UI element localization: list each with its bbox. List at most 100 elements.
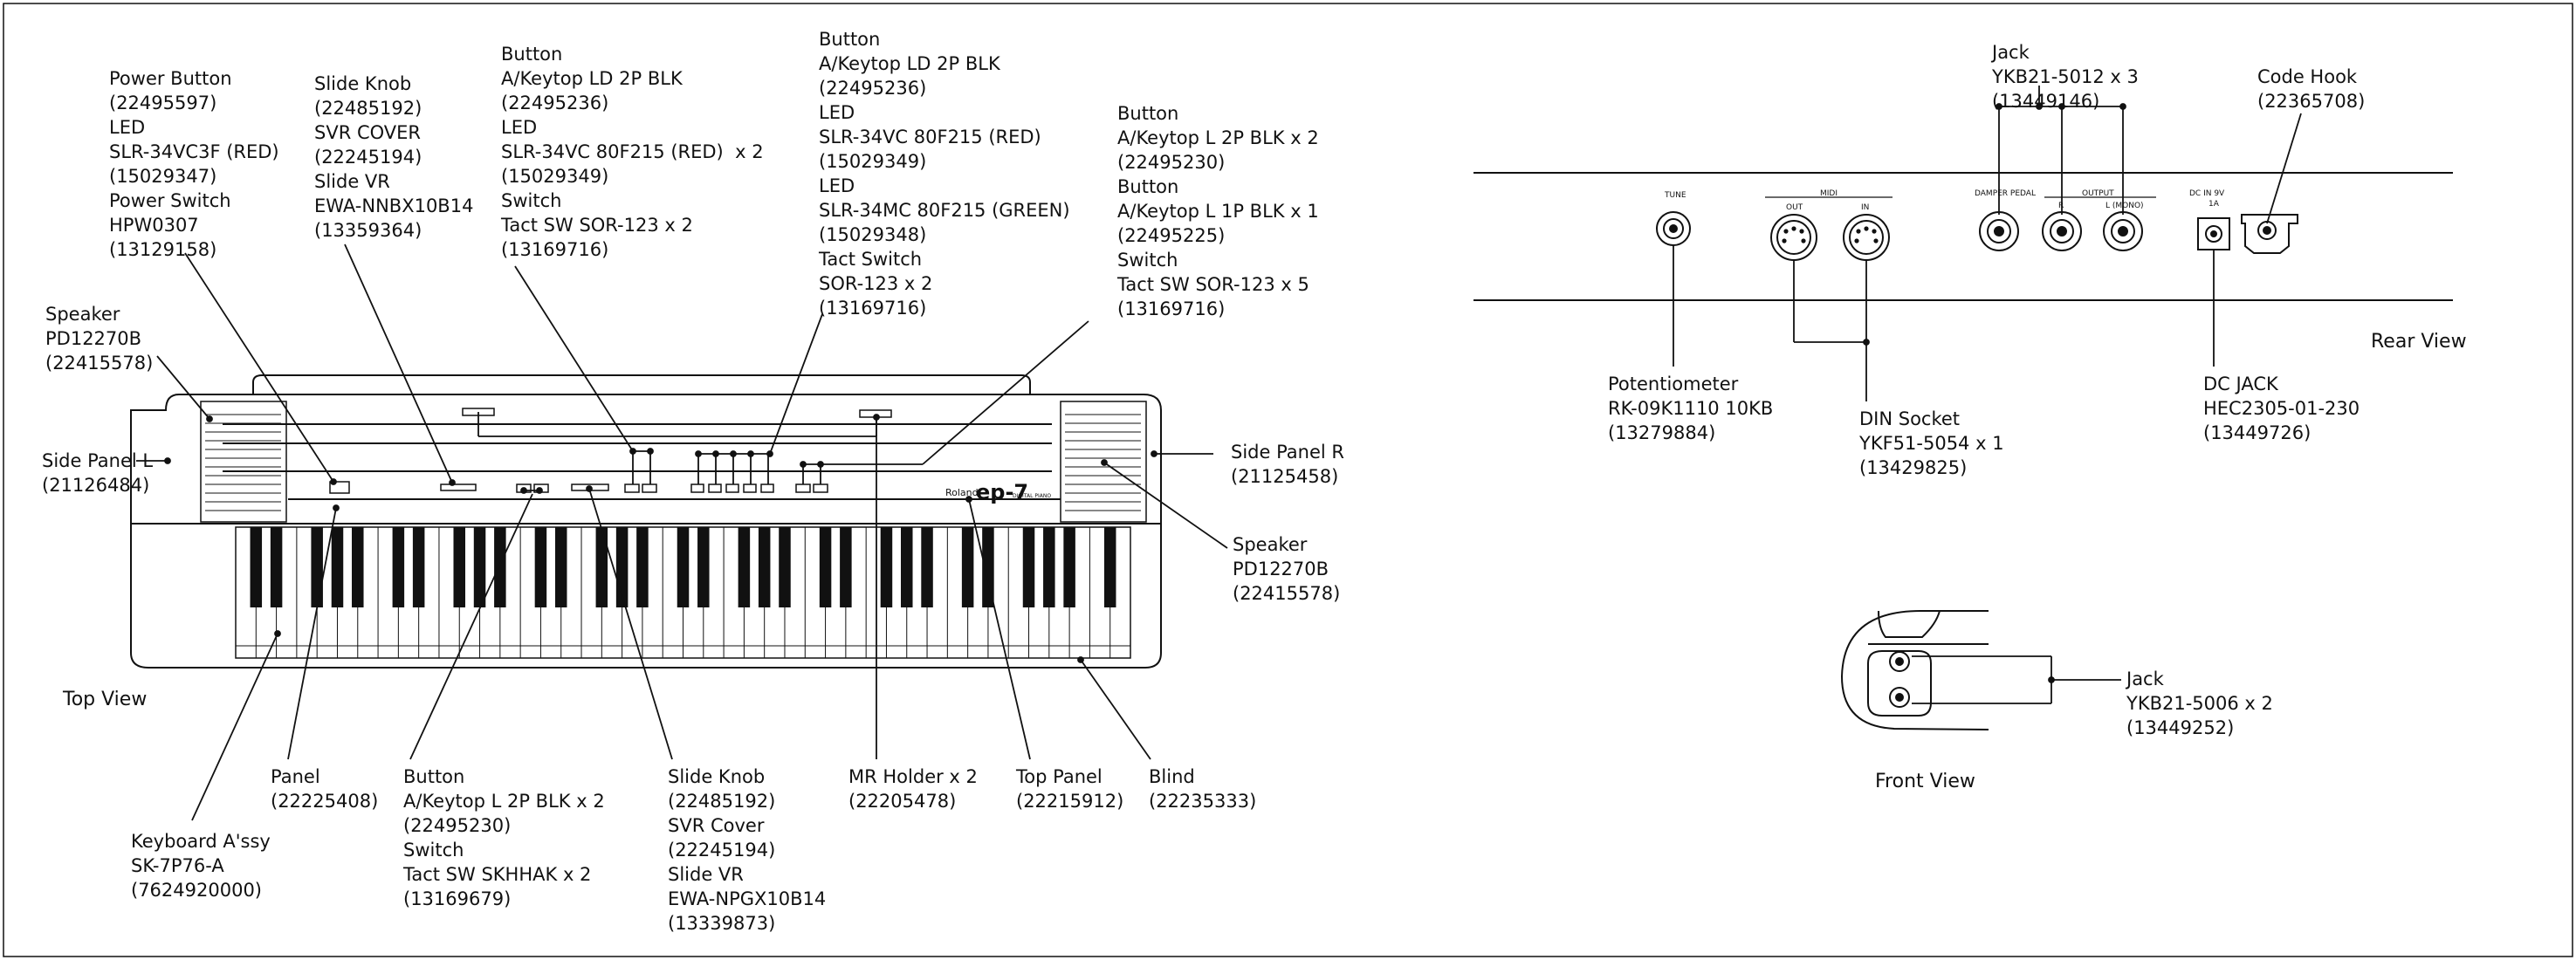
callout-line: (15029348): [819, 224, 927, 245]
callout-line: (22495236): [819, 78, 927, 99]
callout-line: (22495236): [501, 93, 609, 113]
callout-line: Side Panel R: [1231, 442, 1345, 463]
callout-line: DIN Socket: [1859, 408, 1961, 429]
callout-line: Power Switch: [109, 190, 231, 211]
callout-line: Button: [819, 29, 881, 50]
callout-line: (22245194): [668, 840, 776, 861]
callout-line: (21125458): [1231, 466, 1339, 487]
callout-line: (15029347): [109, 166, 217, 187]
black-key: [738, 527, 751, 607]
callout-line: Panel: [271, 766, 320, 787]
rear-view-drawing: TUNE MIDI OUT IN DAMPER PEDAL OUTPUT R L…: [1473, 172, 2453, 301]
black-key: [1022, 527, 1035, 607]
black-key: [961, 527, 974, 607]
page-border: [3, 3, 2573, 957]
leader-lines-front-view: [1912, 655, 2121, 704]
callout-top-panel: Top Panel(22215912): [1016, 765, 1123, 813]
speaker-grille-left: [200, 401, 287, 523]
callout-panel: Panel(22225408): [271, 765, 378, 813]
callout-line: (13429825): [1859, 457, 1968, 478]
rear-label-dc-in: DC IN 9V: [2189, 189, 2225, 198]
callout-line: SLR-34VC 80F215 (RED) x 2: [501, 141, 764, 162]
black-key: [250, 527, 263, 607]
black-key: [677, 527, 690, 607]
callout-line: Slide Knob: [314, 73, 412, 94]
black-key: [534, 527, 547, 607]
leader-lines-rear-view: [1673, 86, 2302, 401]
black-key: [779, 527, 791, 607]
callout-line: (22495597): [109, 93, 217, 113]
callout-line: Tact Switch: [819, 249, 923, 270]
callout-line: SVR COVER: [314, 122, 422, 143]
callout-line: HEC2305-01-230: [2203, 398, 2360, 419]
black-key: [1103, 527, 1116, 607]
callout-line: Speaker: [45, 304, 120, 325]
black-key: [453, 527, 466, 607]
callout-line: (13169716): [1117, 298, 1226, 319]
callout-line: Button: [501, 44, 563, 65]
callout-line: (22485192): [314, 98, 422, 119]
callout-line: (22495230): [403, 815, 512, 836]
callout-line: Slide Knob: [668, 766, 766, 787]
callout-line: LED: [501, 117, 538, 138]
callout-line: (13449146): [1992, 91, 2100, 112]
callout-line: EWA-NNBX10B14: [314, 195, 474, 216]
callout-line: SLR-34VC 80F215 (RED): [819, 127, 1041, 147]
callout-line: Blind: [1149, 766, 1195, 787]
callout-line: (21126484): [42, 475, 150, 496]
callout-line: SVR Cover: [668, 815, 765, 836]
callout-line: (22415578): [45, 353, 154, 374]
rear-label-output: OUTPUT: [2082, 189, 2114, 198]
black-key: [352, 527, 364, 607]
callout-line: (22415578): [1233, 583, 1341, 604]
callout-line: HPW0307: [109, 215, 199, 236]
callout-line: (13449726): [2203, 422, 2312, 443]
callout-code-hook: Code Hook(22365708): [2257, 65, 2365, 113]
callout-line: (22495225): [1117, 225, 1226, 246]
callout-line: MR Holder x 2: [848, 766, 978, 787]
rear-label-midi-in: IN: [1861, 203, 1869, 212]
leader-lines-top-view: [136, 243, 1228, 821]
callout-line: A/Keytop LD 2P BLK: [819, 53, 1000, 74]
callout-line: A/Keytop L 1P BLK x 1: [1117, 201, 1319, 222]
callout-line: Button: [1117, 103, 1179, 124]
callout-line: (13129158): [109, 239, 217, 260]
callout-side-panel-r: Side Panel R (21125458): [1231, 440, 1344, 489]
callout-line: Tact SW SOR-123 x 5: [1117, 274, 1309, 295]
callout-line: (13339873): [668, 913, 776, 934]
callout-line: YKF51-5054 x 1: [1859, 433, 2004, 454]
callout-line: LED: [819, 175, 855, 196]
callout-line: Button: [403, 766, 465, 787]
callout-line: SOR-123 x 2: [819, 273, 933, 294]
callout-line: Power Button: [109, 68, 232, 89]
rear-view-title: Rear View: [2371, 331, 2467, 353]
callout-blind: Blind (22235333): [1149, 765, 1256, 813]
callout-line: Switch: [403, 840, 464, 861]
black-key: [331, 527, 344, 607]
callout-line: Slide VR: [668, 864, 744, 885]
callout-line: Speaker: [1233, 534, 1308, 555]
callout-line: Button: [1117, 176, 1179, 197]
speaker-grille-left-slats: [205, 414, 281, 511]
black-key: [473, 527, 486, 607]
callout-line: PD12270B: [1233, 559, 1329, 579]
black-key: [494, 527, 506, 607]
callout-line: (22205478): [848, 791, 957, 812]
control-panel-buttons: [329, 481, 828, 494]
black-key: [392, 527, 405, 607]
keyboard-top-view: Roland ep-7 DIGITAL PIANO: [130, 374, 1162, 669]
rear-label-tune: TUNE: [1664, 191, 1686, 200]
callout-line: (22365708): [2257, 91, 2366, 112]
callout-line: (22235333): [1149, 791, 1257, 812]
callout-line: Tact SW SOR-123 x 2: [501, 215, 693, 236]
callout-line: (13279884): [1608, 422, 1716, 443]
